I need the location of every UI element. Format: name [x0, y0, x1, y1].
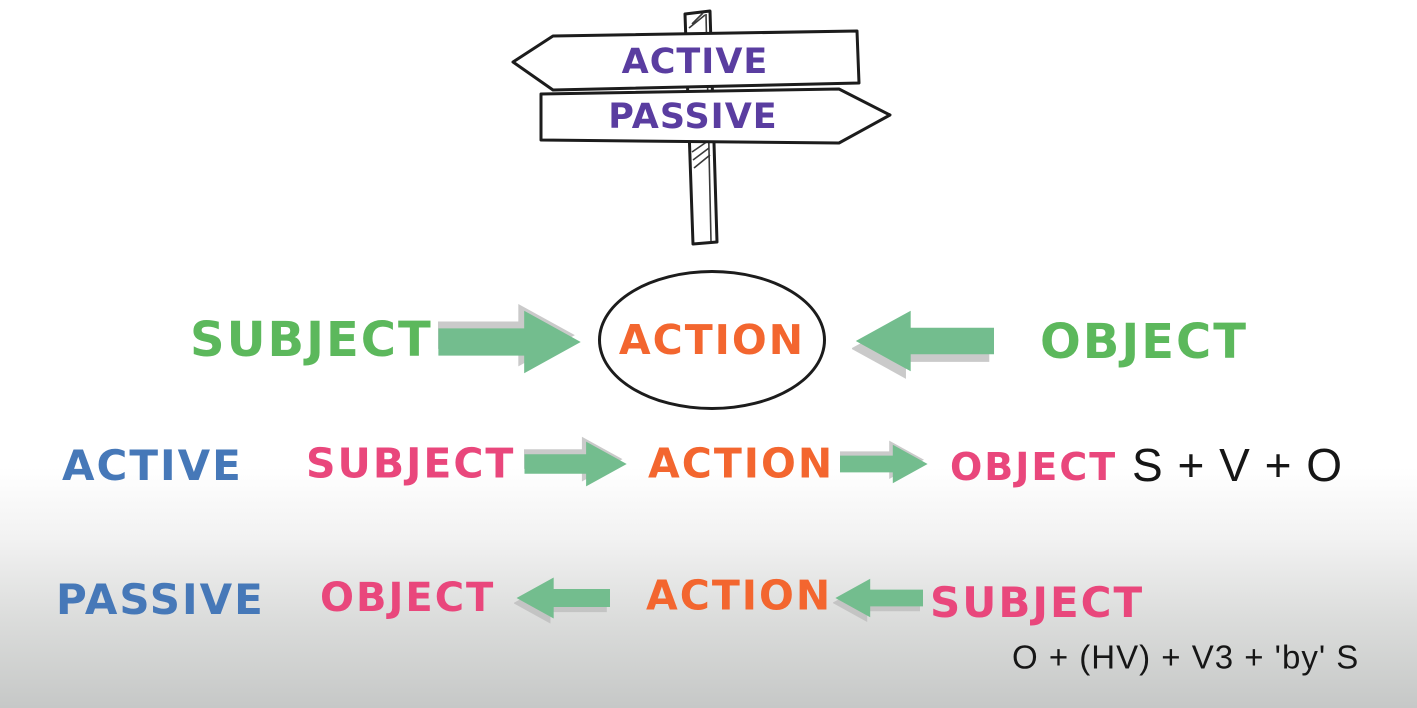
concept-subject-label: SUBJECT	[190, 312, 433, 368]
active-row-label: ACTIVE	[62, 441, 243, 490]
signpost-active-sign: ACTIVE	[511, 29, 861, 92]
arrow-left-icon	[852, 310, 994, 379]
signpost-illustration: ACTIVE PASSIVE	[511, 9, 892, 246]
active-action-label: ACTION	[648, 439, 835, 488]
signpost-passive-sign: PASSIVE	[539, 87, 892, 145]
active-subject-label: SUBJECT	[306, 439, 516, 488]
passive-subject-label: SUBJECT	[930, 578, 1145, 627]
active-object-label: OBJECT	[950, 445, 1118, 489]
arrow-left-icon	[514, 577, 610, 624]
signpost-passive-label: PASSIVE	[608, 97, 777, 137]
passive-row-label: PASSIVE	[56, 575, 265, 624]
signpost-active-label: ACTIVE	[622, 42, 769, 82]
passive-action-label: ACTION	[646, 571, 833, 620]
active-formula: S + V + O	[1132, 439, 1343, 491]
passive-formula: O + (HV) + V3 + 'by' S	[1012, 638, 1360, 676]
arrow-right-icon	[840, 440, 928, 484]
concept-action-label: ACTION	[618, 315, 806, 364]
action-ellipse: ACTION	[598, 270, 826, 410]
arrow-right-icon	[524, 436, 627, 487]
arrow-right-icon	[438, 303, 581, 374]
concept-object-label: OBJECT	[1040, 314, 1249, 370]
arrow-left-icon	[833, 578, 923, 622]
passive-object-label: OBJECT	[320, 575, 496, 621]
